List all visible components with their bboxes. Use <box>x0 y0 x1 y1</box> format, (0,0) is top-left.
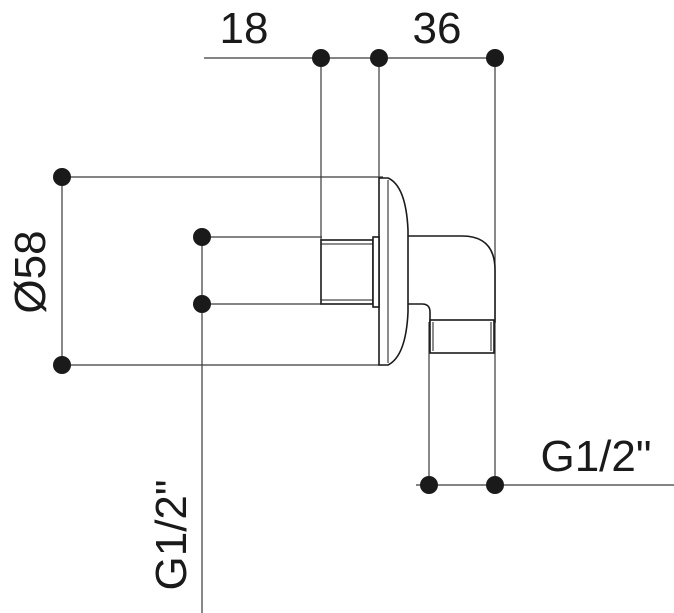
dot-diameter-top <box>53 168 71 186</box>
dot-outlet-left <box>420 476 438 494</box>
label-width-36: 36 <box>413 4 462 53</box>
label-diameter: Ø58 <box>6 230 55 313</box>
label-thread-inlet: G1/2" <box>147 479 196 590</box>
fitting-body <box>320 177 496 366</box>
dot-18-left <box>312 49 330 67</box>
label-width-18: 18 <box>220 4 269 53</box>
inlet-thread <box>320 239 374 305</box>
dot-36-right <box>486 49 504 67</box>
dot-inlet-bottom <box>193 295 211 313</box>
dimension-dots <box>53 49 504 494</box>
dimension-lines <box>61 57 674 613</box>
inlet-collar <box>372 236 380 308</box>
dot-diameter-bottom <box>53 356 71 374</box>
label-thread-outlet: G1/2" <box>540 432 651 481</box>
dot-outlet-right <box>486 476 504 494</box>
wall-flange <box>378 177 409 366</box>
dot-18-right <box>370 49 388 67</box>
dot-inlet-top <box>193 228 211 246</box>
elbow-body <box>403 235 496 323</box>
outlet-thread <box>429 319 495 354</box>
